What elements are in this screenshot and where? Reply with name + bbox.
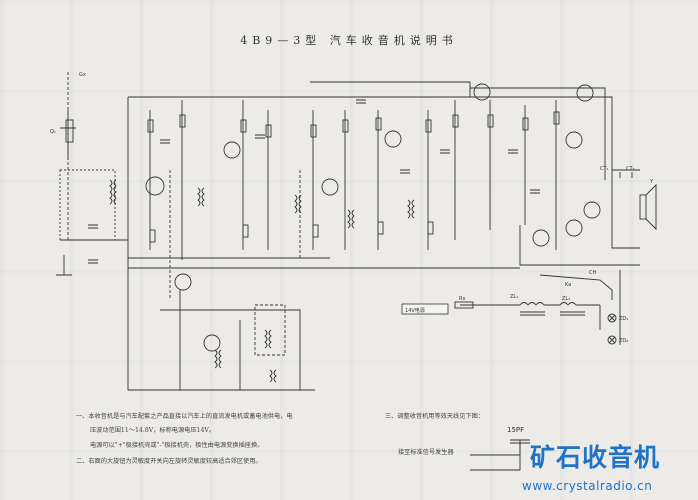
zl1-label: ZL₁ (510, 294, 518, 300)
watermark-url: www.crystalradio.cn (522, 479, 653, 493)
document-title: 4B9—3型 汽车收音机说明书 (240, 34, 458, 47)
zd2-label: ZD₂ (619, 338, 628, 344)
q1-label: Q₁ (50, 129, 56, 135)
ka-label: Ka (565, 282, 571, 288)
note-1-line-2: 压波动范围11～14.8V，标称电源电压14V。 (90, 427, 216, 434)
speaker-label: Y (649, 179, 654, 185)
watermark-logo: 矿石收音机 (530, 443, 661, 472)
note-1-line-1: 一、本收音机是与汽车配套之产品直接以汽车上的直流发电机或蓄电池供电，电 (76, 413, 293, 420)
note-1-line-3: 电源可以"+"极接机壳或"-"极接机壳，极性由电源变换插座换。 (90, 442, 264, 449)
note-3-line-1: 三、调整收音机用等效天线见下图： (385, 413, 484, 420)
fuse-label: Rx (459, 296, 465, 302)
antenna-label: Gx (79, 72, 86, 78)
cap-value-label: 15PF (507, 426, 524, 434)
ct1-label: CT₁ (600, 166, 609, 172)
note-2-line-1: 二、右面的大旋钮为灵敏度开关向左旋转灵敏度较高适合郊区使用。 (76, 458, 262, 465)
power-label: 14V电源 (405, 307, 425, 314)
zl2-label: ZL₂ (562, 296, 570, 302)
zd1-label: ZD₁ (619, 316, 628, 322)
ct2-label: CT₂ (626, 166, 635, 172)
note-3-line-2: 接至标准信号发生器 (398, 449, 454, 456)
ch-label: CH (589, 270, 596, 276)
